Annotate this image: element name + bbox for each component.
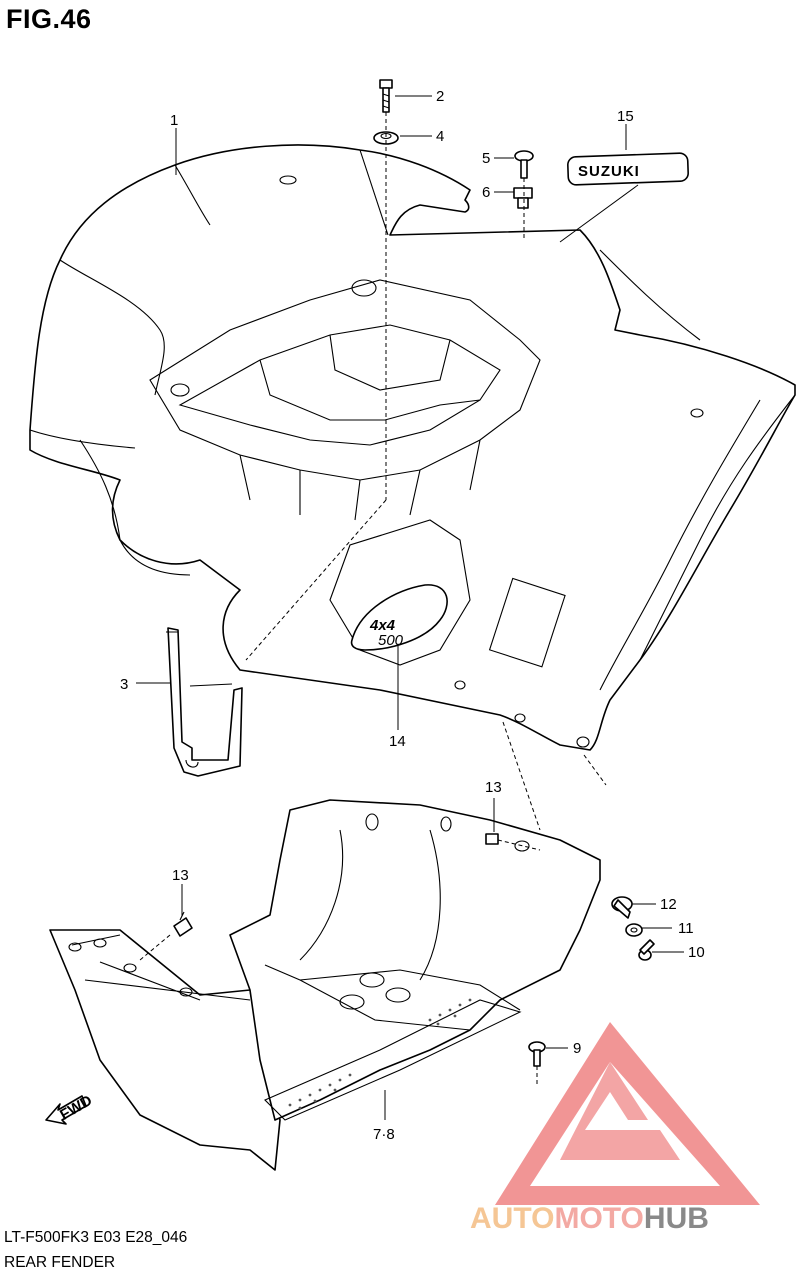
- fwd-text: FWD: [57, 1092, 95, 1124]
- bracket-part-3: [166, 627, 243, 777]
- bolt-part-13-lower: [173, 911, 193, 937]
- callout-6: 6: [482, 184, 490, 201]
- emblem-4x4-part-14: 4x4 500: [350, 584, 448, 651]
- figure-name: REAR FENDER: [4, 1254, 116, 1271]
- callout-14: 14: [389, 733, 406, 750]
- callout-leader-lines: [136, 95, 684, 1120]
- callout-4: 4: [436, 128, 444, 145]
- watermark-triangle-logo: [495, 1022, 760, 1205]
- callout-7-8: 7·8: [373, 1126, 395, 1143]
- screw-part-5: [514, 150, 534, 179]
- watermark-moto: MOTO: [554, 1202, 643, 1235]
- screw-part-9: [528, 1041, 546, 1067]
- emblem-500-text: 500: [378, 632, 404, 649]
- footrest-grip-pattern: [288, 998, 472, 1110]
- watermark-hub: HUB: [644, 1202, 709, 1235]
- emblem-4x4-text: 4x4: [369, 617, 396, 634]
- callout-3: 3: [120, 676, 128, 693]
- callout-13-lower: 13: [172, 867, 189, 884]
- automotohub-watermark: AUTOMOTOHUB: [470, 1022, 760, 1235]
- collar-part-12: [611, 896, 633, 919]
- fwd-direction-arrow: FWD: [45, 1092, 95, 1125]
- callout-12: 12: [660, 896, 677, 913]
- callout-15: 15: [617, 108, 634, 125]
- screw-part-10: [638, 939, 655, 961]
- callout-10: 10: [688, 944, 705, 961]
- washer-part-11: [625, 923, 643, 937]
- callout-2: 2: [436, 88, 444, 105]
- nut-part-6: [513, 187, 533, 209]
- callout-9: 9: [573, 1040, 581, 1057]
- watermark-auto: AUTO: [470, 1202, 554, 1235]
- suzuki-emblem-text: SUZUKI: [578, 163, 640, 180]
- figure-code: LT-F500FK3 E03 E28_046: [4, 1229, 188, 1246]
- callout-1: 1: [170, 112, 178, 129]
- bolt-part-2: [379, 79, 393, 113]
- callout-5: 5: [482, 150, 490, 167]
- watermark-text-auto: AUTOMOTOHUB: [470, 1202, 709, 1235]
- figure-title: FIG.46: [6, 4, 92, 34]
- bolt-part-13-upper: [485, 833, 530, 852]
- callout-labels: 1 2 3 4 5 6 7·8 9 10 11 12 13 13 14 15: [120, 88, 705, 1143]
- callout-11: 11: [678, 920, 694, 937]
- callout-13-upper: 13: [485, 779, 502, 796]
- mudguard-part-7-8: FWD: [45, 799, 601, 1171]
- assembly-dashed-lines: [139, 112, 607, 1086]
- suzuki-emblem-part-15: SUZUKI: [559, 152, 689, 243]
- rear-fender-part-1: [29, 144, 796, 751]
